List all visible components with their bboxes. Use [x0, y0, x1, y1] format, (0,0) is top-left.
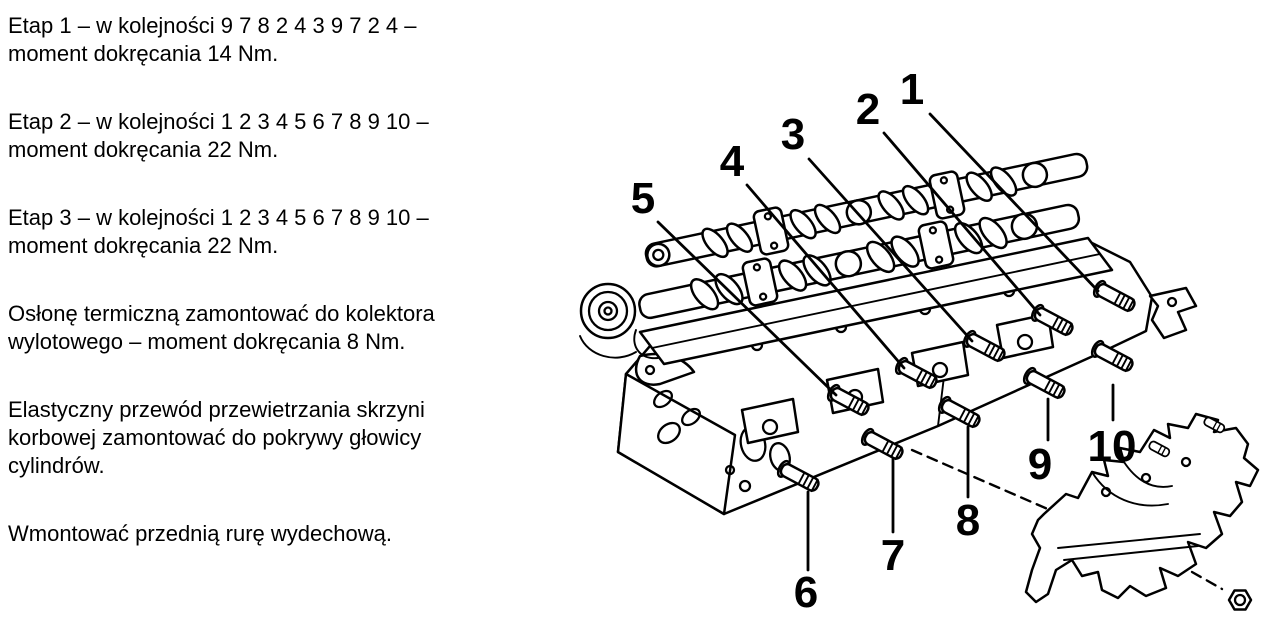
callout-label-9: 9: [1028, 440, 1052, 489]
rear-camshaft: [644, 152, 1089, 268]
cam-carrier: [638, 236, 1114, 366]
stud: [776, 459, 820, 493]
instruction-exhaust-pipe: Wmontować przednią rurę wydechową.: [8, 521, 392, 546]
leader-line-3: [807, 157, 974, 343]
instruction-heat-shield: Osłonę termiczną zamontować do kolektora…: [8, 301, 435, 354]
lifting-bracket: [1148, 286, 1198, 340]
instruction-text-column: Etap 1 – w kolejności 9 7 8 2 4 3 9 7 2 …: [8, 12, 568, 588]
callout-label-10: 10: [1088, 422, 1137, 471]
instruction-etap-2: Etap 2 – w kolejności 1 2 3 4 5 6 7 8 9 …: [8, 109, 429, 162]
callout-label-4: 4: [720, 137, 745, 186]
instruction-vent-hose: Elastyczny przewód przewietrzania skrzyn…: [8, 397, 425, 478]
callout-label-8: 8: [956, 496, 980, 545]
leader-line-2: [882, 131, 1042, 317]
stud: [937, 395, 981, 429]
callout-label-6: 6: [794, 568, 818, 617]
callout-label-1: 1: [900, 65, 924, 114]
dashed-leader-1: [910, 448, 1052, 512]
manifold-nut: [1227, 589, 1253, 611]
callout-label-3: 3: [781, 110, 805, 159]
instruction-etap-3: Etap 3 – w kolejności 1 2 3 4 5 6 7 8 9 …: [8, 205, 429, 258]
dashed-leader-2: [1190, 570, 1224, 591]
exhaust-manifold: [1024, 412, 1260, 604]
stud: [1092, 279, 1136, 313]
stud: [1022, 366, 1066, 400]
stud: [860, 427, 904, 461]
leader-line-1: [928, 112, 1100, 293]
callout-label-7: 7: [881, 531, 905, 580]
stud: [1090, 339, 1134, 373]
callout-label-2: 2: [856, 85, 880, 134]
camshaft-sprocket: [579, 282, 637, 359]
head-studs: [776, 279, 1136, 493]
leader-line-5: [656, 220, 838, 397]
instruction-etap-1: Etap 1 – w kolejności 9 7 8 2 4 3 9 7 2 …: [8, 13, 417, 66]
leader-line-4: [745, 183, 906, 370]
callout-label-5: 5: [631, 174, 655, 223]
